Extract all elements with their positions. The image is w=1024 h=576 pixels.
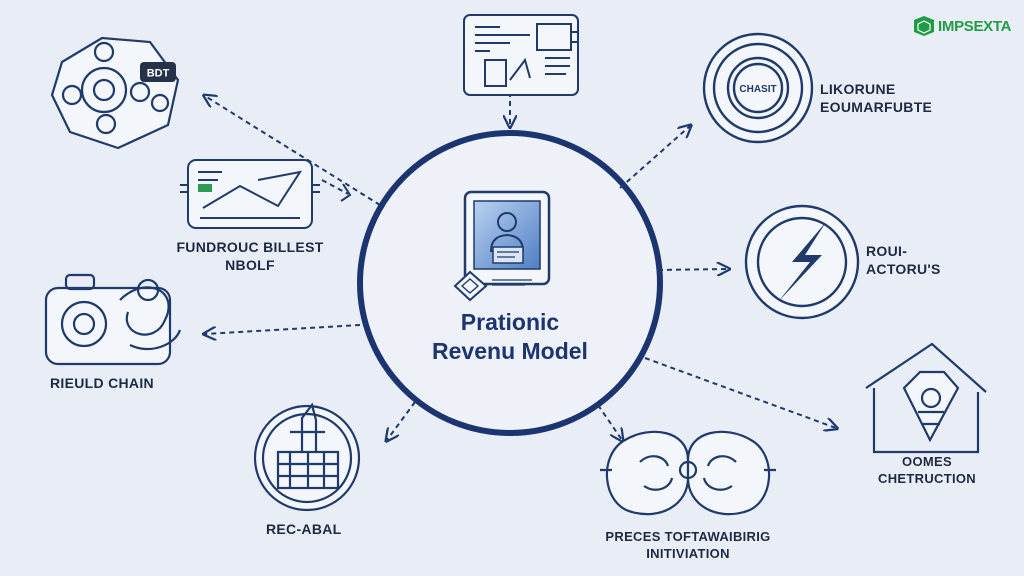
central-title-line1: Prationic [460,309,560,335]
bdt-badge-text: BDT [147,68,170,80]
node-label-top-right: LIKORUNE EOUMARFUBTE [820,80,932,116]
brain-halves-icon [600,430,776,516]
gears-hexagon-icon [50,36,180,150]
camera-loop-icon [44,273,182,366]
node-label-right-lower-line2: CHETRUCTION [878,471,976,486]
connector-right-middle [657,269,728,270]
brand-logo-icon [914,16,934,36]
connector-top-left [205,96,381,206]
node-label-right-middle-line1: ROUI- [866,243,908,259]
brand-name: IMPSEXTA [938,17,1012,35]
node-label-bottom-left: REC-ABAL [266,520,342,538]
node-label-right-lower: OOMES CHETRUCTION [868,453,986,487]
node-label-right-middle: ROUI- ACTORU'S [866,242,941,278]
node-label-left-upper-line2: NBOLF [225,257,275,273]
brand: IMPSEXTA [938,14,1011,38]
node-label-bottom-middle-line2: INITIVIATION [646,546,730,561]
seal-badge-text: CHASIT [739,84,776,95]
analytics-panel-icon [180,159,320,229]
node-label-left-upper-line1: FUNDROUC BILLEST [176,239,324,255]
gear-seal-icon [702,32,814,144]
connector-top-right [619,126,690,189]
node-label-bottom-middle: PRECES TOFTAWAIBIRIG INITIVIATION [590,528,786,562]
connector-left-middle [205,324,361,334]
node-label-left-upper: FUNDROUC BILLEST NBOLF [170,238,330,274]
document-chart-icon [463,14,579,96]
lightning-circle-icon [744,204,860,320]
station-badge-icon [253,402,361,512]
connector-bottom-left [387,401,416,440]
connector-left-upper [321,179,349,195]
central-title: Prationic Revenu Model [380,308,640,366]
node-label-left-middle: RIEULD CHAIN [50,374,154,392]
node-label-right-lower-line1: OOMES [902,454,952,469]
tablet-user-icon [463,190,551,286]
house-figure-icon [865,342,987,454]
connector-bottom [597,404,622,440]
connector-right-lower [644,357,836,428]
node-label-top-right-line2: EOUMARFUBTE [820,99,933,115]
node-label-right-middle-line2: ACTORU'S [866,261,941,277]
node-label-bottom-middle-line1: PRECES TOFTAWAIBIRIG [605,529,771,544]
connector-left-upper-tip [340,183,352,202]
node-label-top-right-line1: LIKORUNE [820,81,896,97]
node-label-bottom-left-line1: REC-ABAL [266,521,342,537]
handshake-icon [453,270,488,302]
central-title-line2: Revenu Model [432,338,588,364]
node-label-left-middle-line1: RIEULD CHAIN [50,375,154,391]
bdt-badge: BDT [140,62,176,82]
